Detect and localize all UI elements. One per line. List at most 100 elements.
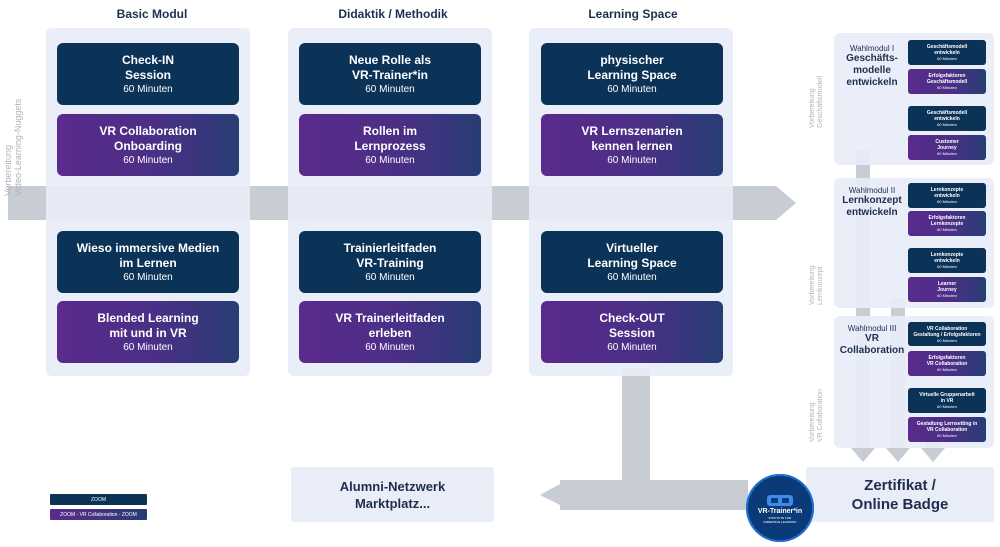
column-header-space: Learning Space	[588, 7, 678, 21]
card-blended-learning[interactable]: Blended Learning mit und in VR 60 Minute…	[57, 301, 239, 363]
mini-line: VR Collaboration	[926, 361, 968, 367]
card-vr-onboarding[interactable]: VR Collaboration Onboarding 60 Minuten	[57, 114, 239, 176]
card-title-line: physischer	[600, 52, 664, 67]
left-arrow-to-alumni	[540, 480, 748, 510]
mini-line: entwickeln	[934, 193, 960, 199]
card-duration: 60 Minuten	[365, 154, 415, 166]
mini-duration: 60 Minuten	[937, 85, 957, 90]
wahl2-item[interactable]: Erfolgsfaktoren Lernkonzepte 60 Minuten	[908, 211, 986, 236]
card-title-line: Check-OUT	[599, 310, 665, 325]
card-duration: 60 Minuten	[607, 154, 657, 166]
wahl2-label: Wahlmodul II Lernkonzept entwickeln	[836, 186, 908, 219]
mini-line: Erfolgsfaktoren	[928, 355, 966, 361]
wahl3-item[interactable]: VR Collaboration Gestaltung / Erfolgsfak…	[908, 322, 986, 346]
card-rollen-lernprozess[interactable]: Rollen im Lernprozess 60 Minuten	[299, 114, 481, 176]
wahl1-label: Wahlmodul I Geschäfts- modelle entwickel…	[836, 44, 908, 89]
wahl-title-line: VR	[865, 333, 879, 344]
mini-duration: 60 Minuten	[937, 151, 957, 156]
wahl3-item[interactable]: Gestaltung Lernsetting in VR Collaborati…	[908, 417, 986, 442]
vr-headset-icon	[767, 495, 793, 506]
prep-line: Lernkonzept	[817, 266, 824, 305]
wahl1-item[interactable]: Customer Journey 60 Minuten	[908, 135, 986, 160]
card-trainierleitfaden[interactable]: Trainierleitfaden VR-Training 60 Minuten	[299, 231, 481, 293]
wahl1-item[interactable]: Geschäftsmodell entwickeln 60 Minuten	[908, 106, 986, 131]
mini-line: Journey	[937, 287, 957, 293]
card-duration: 60 Minuten	[123, 341, 173, 353]
card-check-out[interactable]: Check-OUT Session 60 Minuten	[541, 301, 723, 363]
badge-name: VR-Trainer*in	[757, 508, 803, 515]
card-title-line: Blended Learning	[97, 310, 199, 325]
card-title-line: Trainierleitfaden	[343, 240, 437, 255]
wahl2-prep-label: Vorbereitung Lernkonzept	[809, 265, 825, 305]
card-title-line: erleben	[368, 325, 412, 340]
card-title-line: VR-Training	[356, 255, 424, 270]
mini-line: Geschäftsmodell	[926, 44, 968, 50]
mini-line: Erfolgsfaktoren	[928, 73, 966, 79]
side-label-line1: Vorbereitung	[3, 144, 13, 196]
wahl2-down-arrowhead	[886, 448, 910, 462]
alumni-line2: Marktplatz...	[354, 495, 431, 511]
card-duration: 60 Minuten	[123, 154, 173, 166]
card-vr-lernszenarien[interactable]: VR Lernszenarien kennen lernen 60 Minute…	[541, 114, 723, 176]
card-title-line: Learning Space	[587, 255, 677, 270]
mini-line: Erfolgsfaktoren	[928, 215, 966, 221]
mini-line: VR Collaboration	[926, 427, 968, 433]
card-title-line: VR Trainerleitfaden	[335, 310, 445, 325]
mini-line: Lernkonzepte	[930, 252, 964, 258]
mini-duration: 60 Minuten	[937, 433, 957, 438]
card-title-line: Virtueller	[606, 240, 658, 255]
wahl-title-line: Collaboration	[839, 345, 905, 356]
wahl1-prep-label: Vorbereitung Geschäftsmodell	[809, 76, 825, 128]
card-title-line: VR-Trainer*in	[351, 67, 429, 82]
mini-line: Lernkonzepte	[930, 221, 964, 227]
card-duration: 60 Minuten	[607, 83, 657, 95]
mini-duration: 60 Minuten	[937, 122, 957, 127]
prep-line: Vorbereitung	[809, 265, 816, 305]
wahl2-item[interactable]: Lernkonzepte entwickeln 60 Minuten	[908, 248, 986, 273]
wahl1-down-arrowhead	[851, 448, 875, 462]
mini-duration: 60 Minuten	[937, 367, 957, 372]
wahl2-item[interactable]: Lernkonzepte entwickeln 60 Minuten	[908, 183, 986, 208]
card-title-line: VR Collaboration	[99, 123, 197, 138]
card-virtueller-space[interactable]: Virtueller Learning Space 60 Minuten	[541, 231, 723, 293]
wahl1-item[interactable]: Geschäftsmodell entwickeln 60 Minuten	[908, 40, 986, 65]
side-label-line2: Video-Learning-Nuggets	[13, 98, 23, 196]
card-trainerleitfaden-erleben[interactable]: VR Trainerleitfaden erleben 60 Minuten	[299, 301, 481, 363]
mini-line: in VR	[940, 398, 954, 404]
alumni-line1: Alumni-Netzwerk	[339, 478, 446, 494]
card-duration: 60 Minuten	[607, 341, 657, 353]
alumni-box[interactable]: Alumni-Netzwerk Marktplatz...	[291, 467, 494, 522]
mini-line: Geschäftsmodell	[926, 110, 968, 116]
learning-space-connector	[622, 368, 650, 480]
card-duration: 60 Minuten	[365, 271, 415, 283]
mini-line: Lernkonzepte	[930, 187, 964, 193]
card-title-line: Lernprozess	[354, 138, 426, 153]
card-title-line: Onboarding	[114, 138, 182, 153]
mini-duration: 60 Minuten	[937, 293, 957, 298]
wahl1-item[interactable]: Erfolgsfaktoren Geschäftsmodell 60 Minut…	[908, 69, 986, 94]
mini-line: Gestaltung / Erfolgsfaktoren	[913, 331, 981, 338]
column-header-basic: Basic Modul	[116, 7, 188, 21]
card-title-line: Session	[608, 325, 656, 340]
card-title-line: kennen lernen	[591, 138, 673, 153]
card-check-in[interactable]: Check-IN Session 60 Minuten	[57, 43, 239, 105]
mini-line: Customer	[935, 139, 959, 145]
card-neue-rolle[interactable]: Neue Rolle als VR-Trainer*in 60 Minuten	[299, 43, 481, 105]
mini-line: Learner	[937, 281, 957, 287]
zertifikat-box[interactable]: Zertifikat / Online Badge	[806, 467, 994, 522]
card-duration: 60 Minuten	[123, 271, 173, 283]
card-title-line: Check-IN	[121, 52, 174, 67]
card-duration: 60 Minuten	[123, 83, 173, 95]
wahl3-item[interactable]: Erfolgsfaktoren VR Collaboration 60 Minu…	[908, 351, 986, 376]
mini-duration: 60 Minuten	[937, 56, 957, 61]
prep-line: Vorbereitung	[809, 88, 816, 128]
prep-line: Vorbereitung	[809, 402, 816, 442]
card-immersive-media[interactable]: Wieso immersive Medien im Lernen 60 Minu…	[57, 231, 239, 293]
wahl3-item[interactable]: Virtuelle Gruppenarbeit in VR 60 Minuten	[908, 388, 986, 413]
prep-line: VR Collaboration	[817, 389, 824, 442]
card-title-line: mit und in VR	[109, 325, 187, 340]
wahl3-label: Wahlmodul III VR Collaboration	[836, 324, 908, 357]
card-physischer-space[interactable]: physischer Learning Space 60 Minuten	[541, 43, 723, 105]
wahl-title-line: Geschäfts-	[846, 53, 898, 64]
wahl2-item[interactable]: Learner Journey 60 Minuten	[908, 277, 986, 302]
